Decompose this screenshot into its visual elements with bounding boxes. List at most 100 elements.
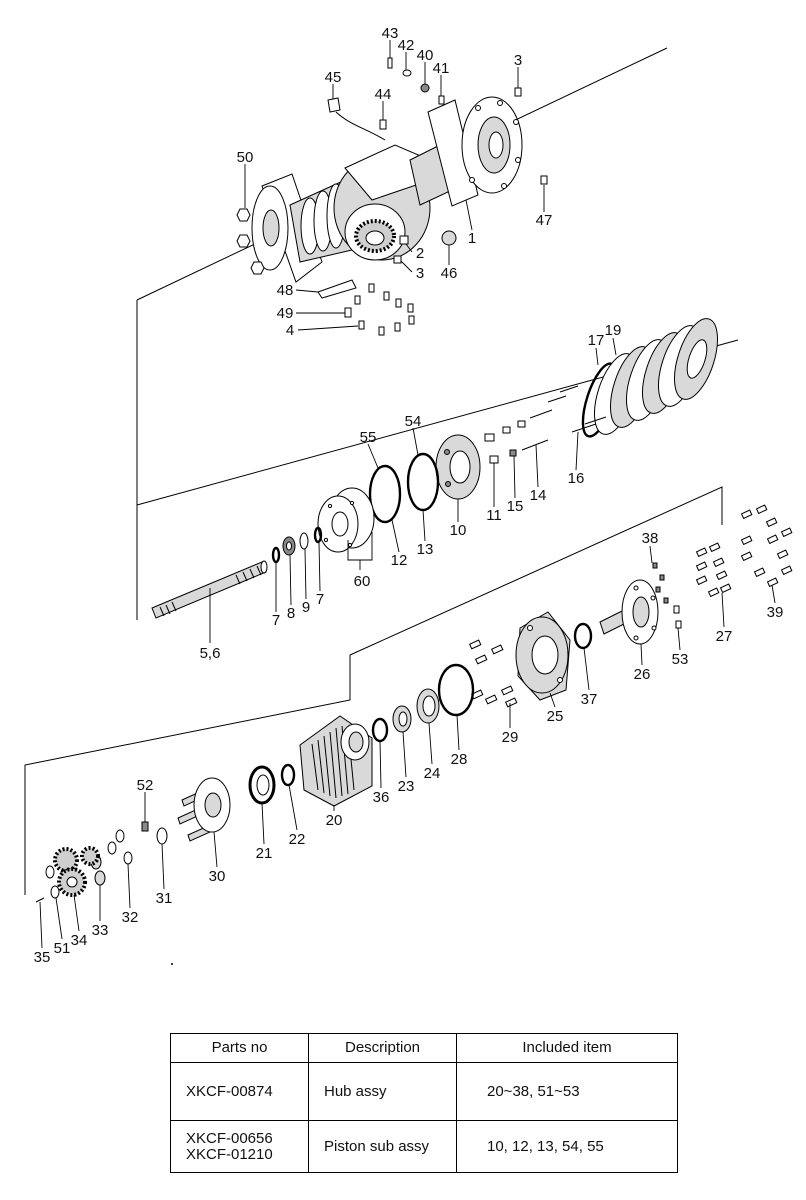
- pinion-bore: [365, 230, 385, 246]
- bolt: [474, 654, 488, 665]
- right-hub-bore: [488, 131, 504, 159]
- callout-43: 43: [382, 25, 399, 42]
- callout-40: 40: [417, 47, 434, 64]
- bolt: [766, 577, 779, 588]
- bolt: [740, 509, 753, 520]
- spring-cup: [489, 455, 499, 464]
- ring-gear-teeth: [311, 725, 355, 799]
- spring: [517, 420, 526, 428]
- bolt: [407, 303, 414, 313]
- brake-piston-group: [151, 318, 718, 619]
- snap-ring: [271, 546, 281, 564]
- frame-line-lower-top: [349, 486, 723, 656]
- spring-pin: [571, 423, 597, 433]
- cell-description: Piston sub assy: [308, 1120, 457, 1173]
- hex-nut: [250, 261, 265, 275]
- bolt: [740, 551, 753, 562]
- needle-bearing: [94, 870, 106, 886]
- planet-gear-bore: [66, 876, 78, 888]
- callout-3-top: 3: [514, 52, 522, 69]
- callout-41: 41: [433, 60, 450, 77]
- bolt: [344, 307, 352, 318]
- piston-pocket: [445, 481, 451, 487]
- plug: [393, 255, 402, 264]
- bolt: [719, 583, 732, 594]
- planet-gear: [53, 847, 79, 873]
- seal-ring-outer: [406, 452, 440, 512]
- callout-51: 51: [54, 940, 71, 957]
- bolt: [695, 575, 708, 586]
- sensor-wire: [335, 111, 386, 141]
- thrust-washer: [115, 829, 125, 843]
- part-number: XKCF-00874: [186, 1082, 273, 1100]
- callout-15: 15: [507, 498, 524, 515]
- callout-5-6: 5,6: [200, 645, 221, 662]
- callout-7-left: 7: [272, 612, 280, 629]
- callout-46: 46: [441, 265, 458, 282]
- plug: [399, 235, 409, 245]
- callout-24: 24: [424, 765, 441, 782]
- header-included-item: Included item: [456, 1033, 678, 1063]
- part-number: XKCF-01210: [186, 1145, 273, 1163]
- shim-hole: [349, 500, 355, 506]
- flange-hole: [633, 635, 639, 641]
- callout-14: 14: [530, 487, 547, 504]
- needle-bearing: [156, 827, 168, 845]
- callout-39: 39: [767, 604, 784, 621]
- part-number: XKCF-00656: [186, 1129, 273, 1147]
- callout-33: 33: [92, 922, 109, 939]
- right-mounting-bracket: [427, 99, 479, 207]
- hub-planetary-group: [35, 504, 793, 965]
- leader-lines-top: [244, 40, 545, 331]
- callout-9: 9: [302, 599, 310, 616]
- housing-neck-bore: [348, 731, 364, 753]
- small-pin: [387, 57, 393, 69]
- cell-included-item: 10, 12, 13, 54, 55: [456, 1120, 678, 1173]
- callout-8: 8: [287, 605, 295, 622]
- flange-hole: [633, 585, 639, 591]
- callout-3-lower: 3: [416, 265, 424, 282]
- hub-flange-face: [632, 596, 650, 628]
- callout-20: 20: [326, 812, 343, 829]
- spring-pin: [584, 416, 607, 425]
- callout-42: 42: [398, 37, 415, 54]
- callout-37: 37: [581, 691, 598, 708]
- callout-1: 1: [468, 230, 476, 247]
- pin: [559, 385, 579, 393]
- bolt: [780, 565, 793, 576]
- callout-53: 53: [672, 651, 689, 668]
- rod: [521, 439, 549, 451]
- pin: [141, 821, 149, 832]
- nut: [420, 83, 430, 93]
- callout-52: 52: [137, 777, 154, 794]
- stray-dot: [171, 963, 173, 965]
- flange-hole: [475, 105, 481, 111]
- callout-49: 49: [277, 305, 294, 322]
- piston-bore: [449, 450, 471, 484]
- bolt: [715, 570, 728, 581]
- stud: [438, 95, 445, 105]
- callout-11: 11: [486, 507, 502, 524]
- callout-26: 26: [634, 666, 651, 683]
- bearing-bore: [286, 541, 292, 551]
- bolt: [395, 298, 402, 308]
- dowel: [663, 597, 669, 604]
- table-header-row: Parts no Description Included item: [170, 1033, 678, 1063]
- bolt: [468, 639, 482, 650]
- shaft-splines: [235, 565, 262, 585]
- callout-44: 44: [375, 86, 392, 103]
- flange-hole: [501, 183, 507, 189]
- callout-21: 21: [256, 845, 273, 862]
- bolt: [776, 549, 789, 560]
- callout-54: 54: [405, 413, 422, 430]
- bolt: [379, 119, 387, 130]
- flange-hole: [515, 157, 521, 163]
- cell-parts-no: XKCF-00656 XKCF-01210: [170, 1120, 309, 1173]
- cell-description: Hub assy: [308, 1062, 457, 1121]
- oil-seal-bore: [256, 774, 270, 796]
- bolt: [504, 697, 518, 708]
- callout-labels: 43 42 40 41 3 45 44 50 47 1 2 3 46 48 49…: [34, 25, 784, 966]
- bolt: [394, 322, 401, 332]
- callout-10: 10: [450, 522, 467, 539]
- bolt: [354, 295, 361, 305]
